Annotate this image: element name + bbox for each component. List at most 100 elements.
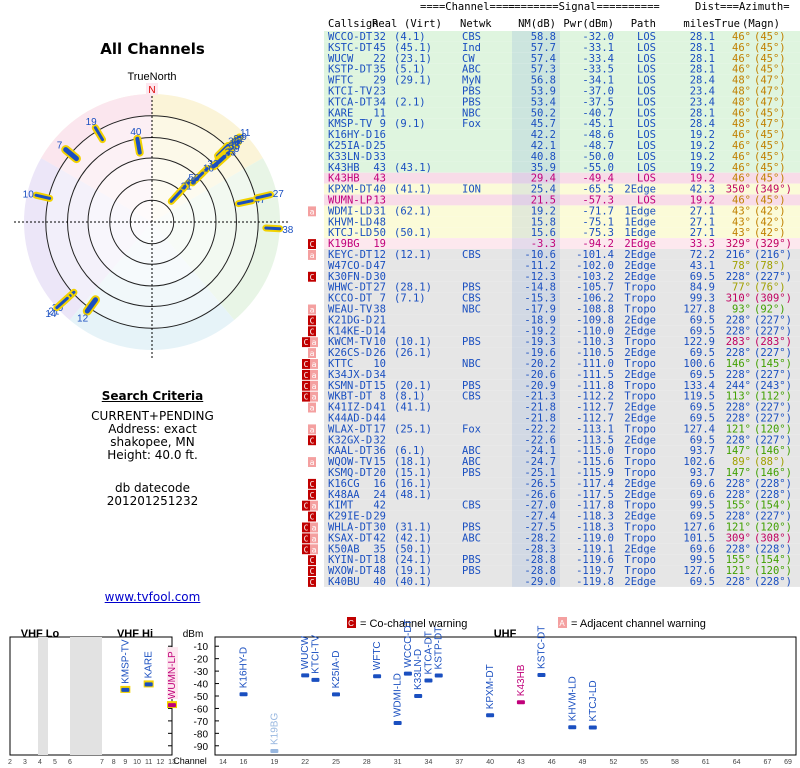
channel-tick: 12 [156,759,164,766]
polar-mark [236,199,254,206]
cell-netwk: CBS [462,31,481,43]
station-mark [121,687,130,692]
channel-tick: 40 [486,759,494,766]
cell-callsign: WHWC-DT [328,282,373,294]
cell-real: 22 [373,53,386,65]
polar-mark [191,171,205,185]
cell-true: 228° [726,271,751,283]
cell-true: 121° [726,565,751,577]
cell-path: Tropo [624,336,656,348]
cell-netwk: PBS [462,522,481,534]
cell-virt: (2.1) [394,96,426,108]
cell-real: 41 [373,402,386,414]
cell-magn: (227°) [754,434,792,446]
station-label: WUMN-LP [167,651,178,699]
dbm-tick: -90 [194,742,209,753]
cell-pwr: -111.8 [576,380,614,392]
cell-netwk: Ind [462,42,481,54]
cell-callsign: K50AB [328,543,360,555]
nm-cell-bg [512,390,560,402]
cell-magn: (329°) [754,238,792,250]
cell-miles: 69.5 [690,434,715,446]
tvfool-link[interactable]: www.tvfool.com [104,590,201,604]
cell-miles: 19.2 [690,173,715,185]
co-channel-flag-text: C [310,240,315,249]
cell-true: 46° [732,140,751,152]
cell-netwk: PBS [462,96,481,108]
cell-pwr: -111.0 [576,358,614,370]
cell-true: 228° [726,543,751,555]
cell-nm: -15.3 [524,293,556,305]
cell-miles: 69.6 [690,543,715,555]
cell-callsign: K44AD-D [328,413,372,425]
nm-cell-bg [512,96,560,108]
cell-true: 77° [732,282,751,294]
cell-callsign: K14KE-D [328,325,372,337]
cell-true: 121° [726,522,751,534]
cell-miles: 100.6 [683,358,715,370]
polar-mark [84,297,99,314]
cell-pwr: -49.4 [582,173,614,185]
cell-path: Tropo [624,391,656,403]
co-channel-legend-icon [347,617,356,628]
cell-true: 216° [726,249,751,261]
cell-pwr: -65.5 [582,184,614,196]
nm-cell-bg [512,107,560,119]
channel-tick: 34 [425,759,433,766]
station-mark [270,749,279,754]
cell-netwk: ABC [462,64,481,76]
nm-cell-bg [512,259,560,271]
cell-true: 228° [726,347,751,359]
table-row-bg [324,336,800,348]
cell-callsign: WFTC [328,75,353,87]
polar-mark-label: 14 [45,309,57,320]
cell-magn: (308°) [754,532,792,544]
cell-real: 42 [373,532,386,544]
cell-pwr: -111.5 [576,369,614,381]
cell-nm: 29.4 [531,173,556,185]
table-row-bg [324,467,800,478]
cell-virt: (62.1) [394,205,432,217]
cell-nm: 56.8 [531,75,556,87]
cell-magn: (47°) [754,86,786,98]
cell-callsign: KEYC-DT [328,249,373,261]
cell-miles: 69.5 [690,271,715,283]
channel-tick: 31 [394,759,402,766]
cell-netwk: PBS [462,565,481,577]
cell-path: Tropo [624,532,656,544]
nm-cell-bg [512,183,560,195]
cell-miles: 119.5 [683,391,715,403]
cell-virt: (50.1) [394,227,432,239]
cell-nm: 42.2 [531,129,556,141]
cell-magn: (228°) [754,478,792,490]
adjacent-flag [308,402,316,413]
cell-magn: (42°) [754,216,786,228]
cell-callsign: K34JX-D [328,369,372,381]
table-row-bg [324,368,800,380]
cell-miles: 19.2 [690,195,715,207]
cell-magn: (309°) [754,293,792,305]
cell-nm: 40.8 [531,151,556,163]
polar-title: All Channels [100,40,205,58]
cell-path: LOS [637,86,656,98]
channel-tick: 46 [548,759,556,766]
cell-magn: (45°) [754,31,786,43]
cell-miles: 69.5 [690,325,715,337]
channel-tick: 69 [784,759,792,766]
cell-nm: -28.8 [524,554,556,566]
station-mark [168,703,176,708]
table-row-bg [324,183,800,195]
table-row-bg [324,63,800,75]
cell-nm: -19.6 [524,347,556,359]
polar-mark [135,136,142,155]
cell-nm: 15.8 [531,216,556,228]
nm-cell-bg [512,401,560,413]
cell-pwr: -101.4 [576,249,614,261]
cell-true: 43° [732,227,751,239]
cell-virt: (45.1) [394,42,432,54]
col-header-virt: (Virt) [404,18,442,30]
cell-netwk: Fox [462,118,481,130]
cell-pwr: -106.2 [576,293,614,305]
cell-magn: (120°) [754,565,792,577]
cell-miles: 28.1 [690,31,715,43]
